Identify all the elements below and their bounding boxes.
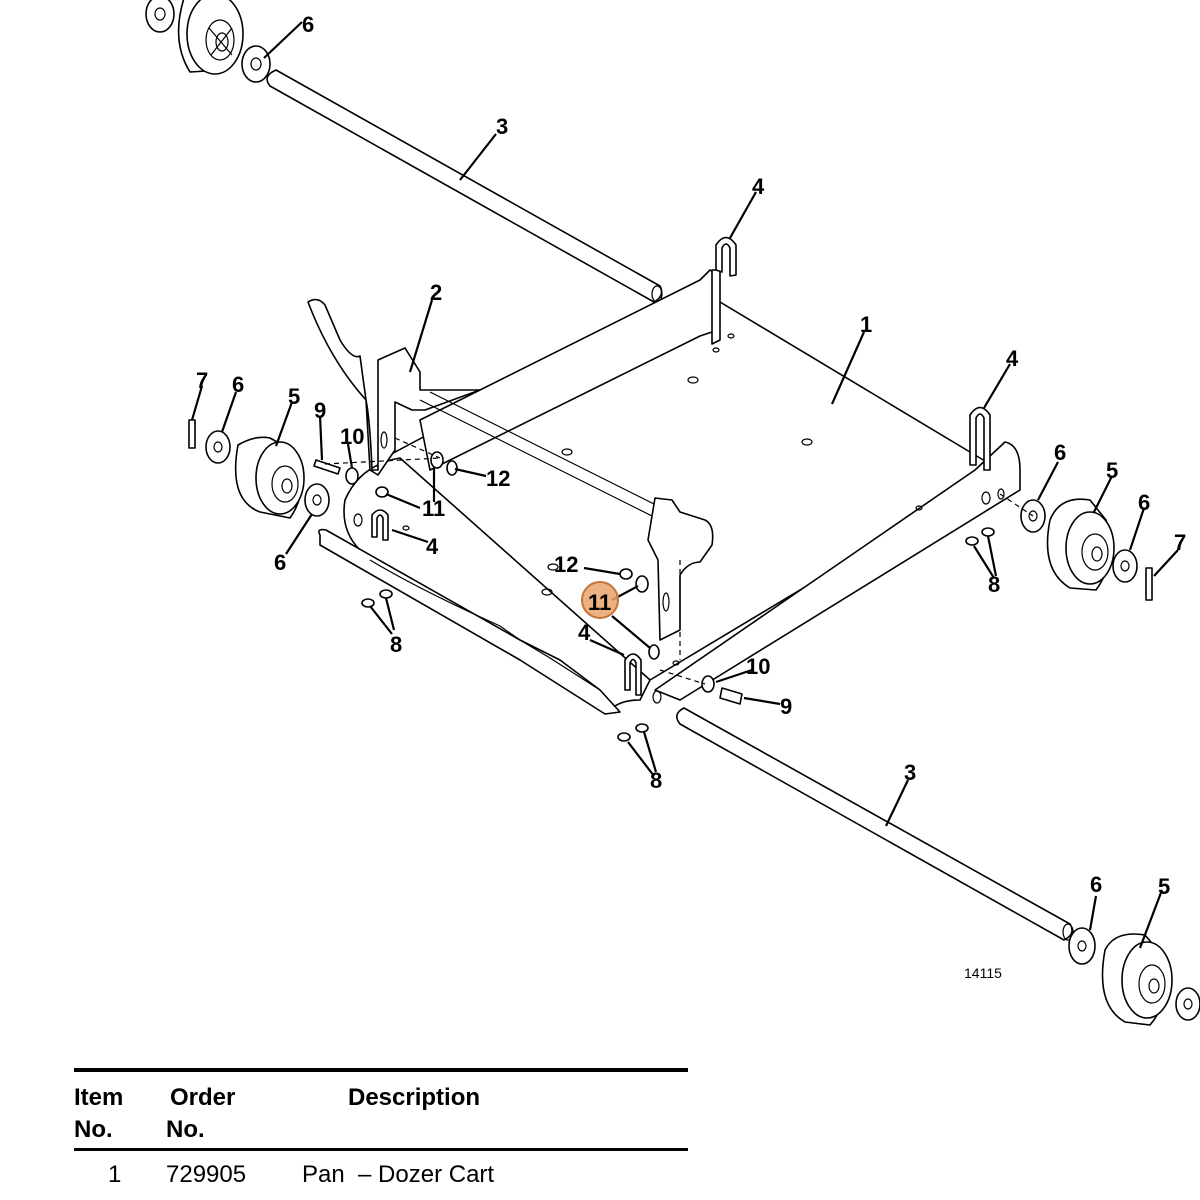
u-pins	[371, 236, 991, 696]
header-item-line1: Item	[74, 1084, 124, 1111]
callout-5: 5	[1106, 458, 1118, 483]
exploded-parts-diagram: 6 3 4 4 2 1 7 6 5 9 10 12 11 4 6 8 12 4 …	[145, 0, 1200, 1026]
callout-6: 6	[1138, 490, 1150, 515]
callout-labels: 6 3 4 4 2 1 7 6 5 9 10 12 11 4 6 8 12 4 …	[196, 12, 1186, 899]
callout-1: 1	[860, 312, 872, 337]
callout-11: 11	[422, 496, 445, 521]
front-guard	[318, 528, 621, 715]
callout-4: 4	[752, 174, 765, 199]
callout-7: 7	[196, 368, 208, 393]
callout-2: 2	[430, 280, 442, 305]
nuts	[361, 527, 995, 742]
header-description: Description	[348, 1084, 481, 1111]
callout-5: 5	[1158, 874, 1170, 899]
leader-lines	[190, 21, 1179, 949]
callout-11-highlighted: 11	[588, 590, 611, 615]
callout-8: 8	[988, 572, 1000, 597]
center-fasteners	[619, 560, 681, 660]
callout-12: 12	[486, 466, 510, 491]
table-row: 1 729905 Pan – Dozer Cart	[74, 1151, 688, 1191]
header-order-line2: No.	[166, 1116, 205, 1143]
axle-top	[266, 69, 663, 303]
figure-number: 14115	[964, 965, 1002, 981]
callout-6: 6	[302, 12, 314, 37]
callout-3: 3	[904, 760, 916, 785]
callout-6: 6	[274, 550, 286, 575]
header-item-line2: No.	[74, 1116, 113, 1143]
table-top-rule	[74, 1068, 688, 1072]
highlighted-callout-11[interactable]: 11	[581, 581, 619, 619]
callout-5: 5	[288, 384, 300, 409]
table-header: Item No. Order No. Description	[74, 1072, 688, 1148]
callout-7: 7	[1174, 530, 1186, 555]
axle-bottom	[676, 707, 1074, 941]
header-order-line1: Order	[170, 1084, 236, 1111]
bottom-right-wheel-assembly	[1068, 927, 1200, 1026]
row-item: 1	[108, 1161, 122, 1188]
callout-3: 3	[496, 114, 508, 139]
callout-8: 8	[650, 768, 662, 793]
callout-10: 10	[340, 424, 364, 449]
table-header-rule	[74, 1148, 688, 1151]
bracket-left	[307, 298, 671, 521]
callout-8: 8	[390, 632, 402, 657]
callout-6: 6	[232, 372, 244, 397]
parts-list-table: Item No. Order No. Description 1 729905 …	[74, 1068, 688, 1191]
callout-4: 4	[1006, 346, 1019, 371]
top-left-wheel-assembly	[145, 0, 271, 83]
front-right-fasteners	[659, 669, 743, 705]
callout-4: 4	[426, 534, 439, 559]
callout-6: 6	[1090, 872, 1102, 897]
callout-12: 12	[554, 552, 578, 577]
right-wheel-assembly	[999, 493, 1153, 601]
callout-6: 6	[1054, 440, 1066, 465]
callout-10: 10	[746, 654, 770, 679]
row-description: Pan – Dozer Cart	[302, 1161, 495, 1188]
row-order: 729905	[166, 1161, 247, 1188]
callout-9: 9	[314, 398, 326, 423]
callout-4: 4	[578, 620, 591, 645]
callout-9: 9	[780, 694, 792, 719]
left-wheel-assembly	[188, 419, 458, 519]
pan-dozer-cart	[343, 269, 1021, 711]
